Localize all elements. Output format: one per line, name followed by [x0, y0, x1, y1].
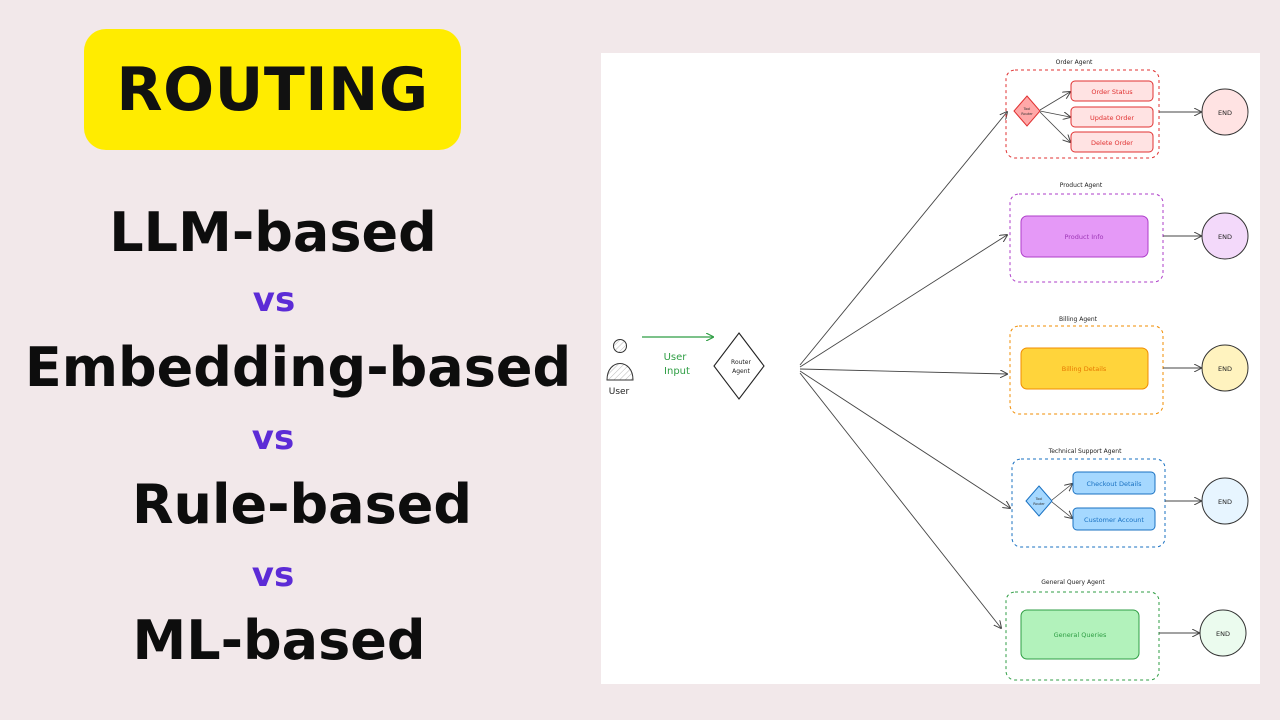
tool-delete-order	[1070, 131, 1154, 153]
product-end-node	[1201, 212, 1249, 260]
tool-billing-details	[1020, 347, 1149, 390]
tool-customer-account	[1072, 507, 1156, 531]
product-agent-box	[1009, 193, 1164, 283]
arrow-to-general-agent	[799, 372, 1001, 628]
tool-general-queries	[1020, 609, 1140, 660]
product-agent-title: Product Agent	[1060, 182, 1103, 189]
router-agent-label-line1: Router	[731, 359, 751, 366]
router-agent-node	[713, 332, 765, 400]
svg-text:END: END	[1218, 109, 1232, 117]
general-end-node	[1199, 609, 1247, 657]
order-tool-router-node	[1013, 95, 1041, 127]
user-input-label-line1: User	[664, 352, 688, 363]
order-end-node	[1201, 88, 1249, 136]
billing-agent-title: Billing Agent	[1059, 316, 1098, 323]
billing-agent-box	[1009, 325, 1164, 415]
svg-text:Update Order: Update Order	[1090, 114, 1134, 122]
tool-update-order	[1070, 106, 1154, 128]
svg-text:Product Info: Product Info	[1064, 233, 1103, 241]
vs-separator-3: vs	[251, 555, 295, 595]
term-rule-based: Rule-based	[131, 473, 473, 536]
svg-text:Router: Router	[1033, 502, 1045, 506]
vs-separator-2: vs	[251, 418, 295, 458]
tool-product-info	[1020, 215, 1149, 258]
term-embedding-based: Embedding-based	[24, 336, 572, 399]
svg-text:Billing Details: Billing Details	[1062, 365, 1107, 373]
page-title: ROUTING	[116, 54, 429, 125]
routing-title-badge: ROUTING	[84, 29, 461, 150]
general-agent-box	[1005, 591, 1160, 681]
svg-text:Order Status: Order Status	[1091, 88, 1133, 96]
svg-text:END: END	[1218, 365, 1232, 373]
router-to-agent-arrows	[799, 112, 1010, 628]
user-label: User	[609, 387, 630, 397]
arrow-to-support-agent	[799, 370, 1010, 508]
svg-text:Checkout Details: Checkout Details	[1086, 480, 1142, 488]
diagram-canvas: User User Input Router Agent Order Agent…	[606, 59, 1249, 681]
tool-order-status	[1070, 80, 1154, 102]
support-end-node	[1201, 477, 1249, 525]
svg-text:Tool: Tool	[1023, 107, 1031, 111]
arrow-to-product-agent	[799, 235, 1007, 368]
general-agent-group: General Query Agent General Queries END	[1005, 579, 1247, 681]
billing-agent-group: Billing Agent Billing Details END	[1009, 316, 1249, 415]
arrow-to-billing-agent	[799, 368, 1007, 374]
svg-text:Tool: Tool	[1035, 497, 1043, 501]
vs-separator-1: vs	[252, 280, 296, 320]
product-agent-group: Product Agent Product Info END	[1009, 182, 1249, 283]
svg-text:Delete Order: Delete Order	[1091, 139, 1133, 147]
order-agent-box	[1005, 69, 1160, 159]
svg-text:END: END	[1218, 498, 1232, 506]
svg-text:Router: Router	[1021, 112, 1033, 116]
router-agent-label-line2: Agent	[732, 368, 750, 375]
svg-text:END: END	[1216, 630, 1230, 638]
svg-text:Customer Account: Customer Account	[1084, 516, 1144, 524]
arrow-to-order-agent	[799, 112, 1007, 366]
support-agent-title: Technical Support Agent	[1048, 448, 1122, 455]
term-ml-based: ML-based	[132, 609, 426, 672]
support-tool-router-node	[1025, 485, 1053, 517]
tool-checkout-details	[1072, 471, 1156, 495]
order-agent-title: Order Agent	[1056, 59, 1093, 66]
order-agent-group: Order Agent Tool Router Order Status Upd…	[1005, 59, 1249, 159]
support-agent-group: Technical Support Agent Tool Router Chec…	[1011, 448, 1249, 548]
support-agent-box	[1011, 458, 1166, 548]
svg-text:General Queries: General Queries	[1054, 631, 1107, 639]
user-input-label-line2: Input	[664, 366, 690, 377]
svg-text:END: END	[1218, 233, 1232, 241]
general-agent-title: General Query Agent	[1041, 579, 1105, 586]
user-icon	[606, 339, 634, 381]
term-llm-based: LLM-based	[109, 201, 437, 264]
routing-diagram: User User Input Router Agent Order Agent…	[601, 53, 1260, 684]
billing-end-node	[1201, 344, 1249, 392]
